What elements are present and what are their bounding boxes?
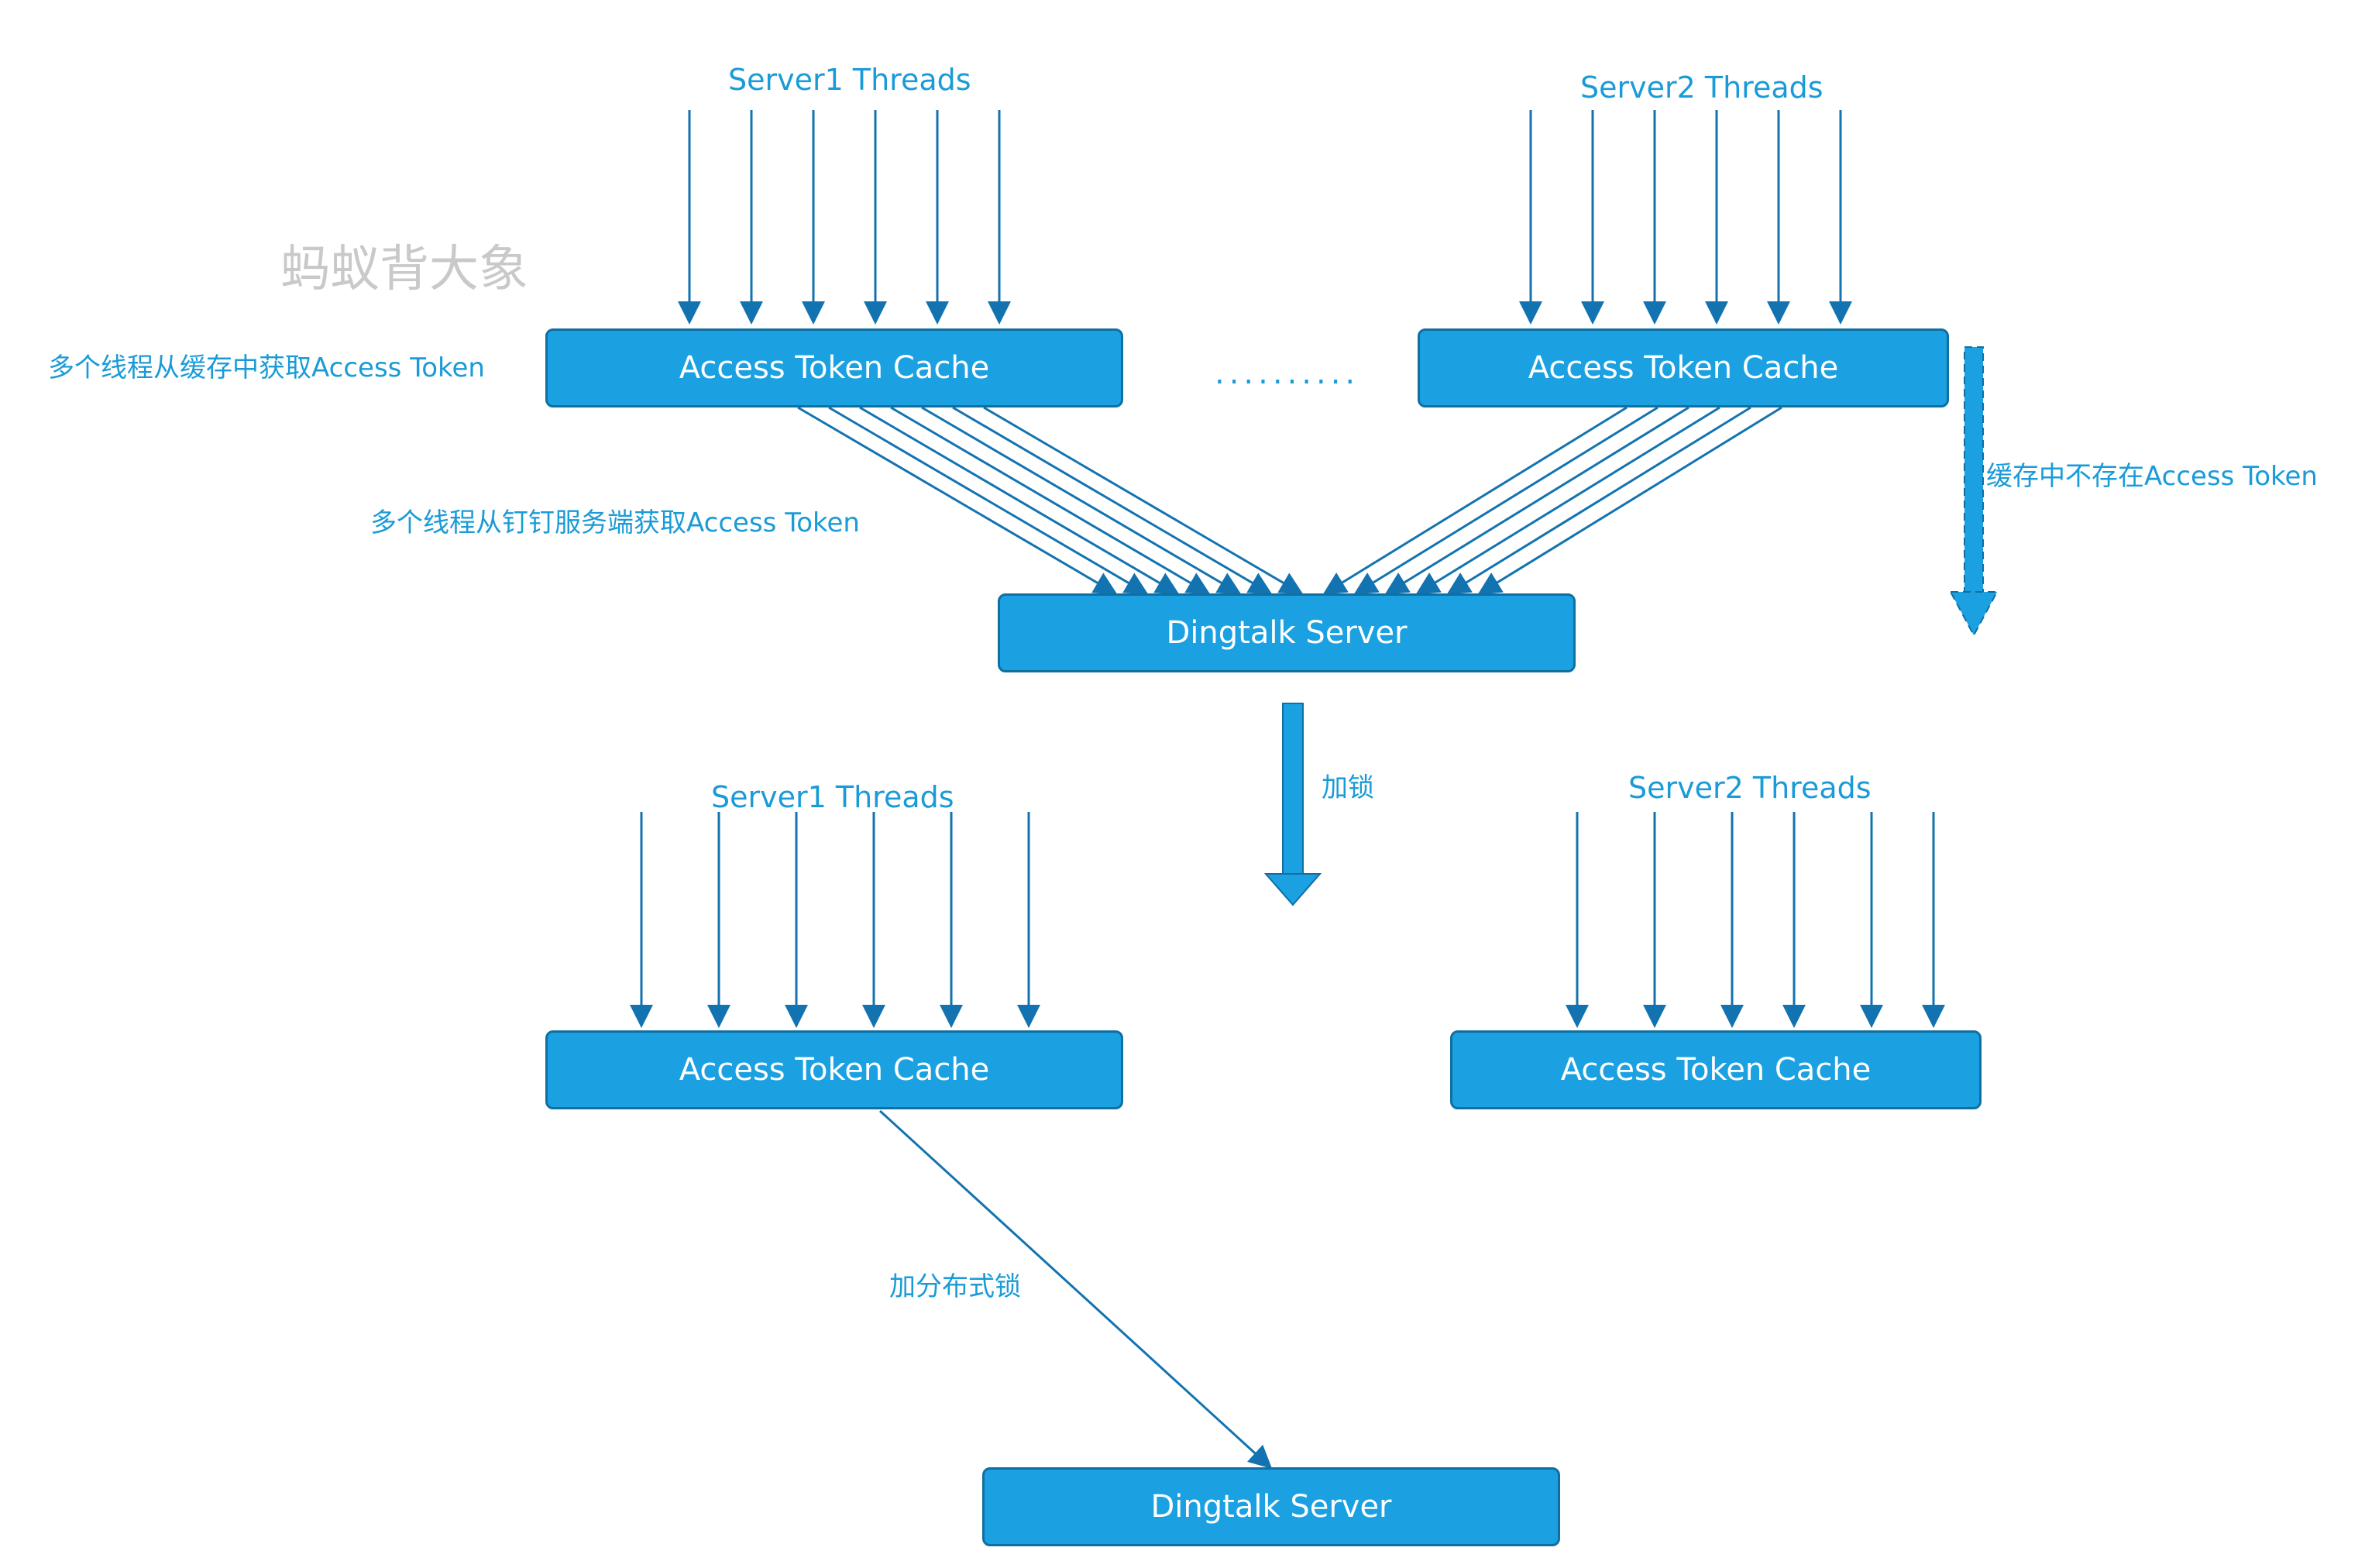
- bottom-dingtalk-server-box: Dingtalk Server: [982, 1467, 1560, 1546]
- note-cache-read: 多个线程从缓存中获取Access Token: [48, 352, 485, 383]
- distributed-lock-arrow: [878, 1109, 1273, 1470]
- note-distributed-lock: 加分布式锁: [889, 1271, 1021, 1302]
- top-server1-thread-arrows: [678, 110, 1011, 325]
- watermark-text: 蚂蚁背大象: [280, 241, 528, 298]
- top-server2-thread-arrows: [1519, 110, 1852, 325]
- top-cache1-box: Access Token Cache: [545, 328, 1123, 407]
- fetch-arrow: [797, 406, 1118, 595]
- bottom-cache2-box: Access Token Cache: [1450, 1030, 1982, 1109]
- fetch-arrow: [1477, 406, 1782, 595]
- bottom-server1-title: Server1 Threads: [711, 780, 954, 814]
- top-dingtalk-server-box: Dingtalk Server: [998, 593, 1576, 672]
- top-cache2-box: Access Token Cache: [1418, 328, 1949, 407]
- note-server-fetch: 多个线程从钉钉服务端获取Access Token: [370, 507, 860, 538]
- fetch-arrow: [890, 406, 1211, 595]
- fetch-arrow: [1384, 406, 1689, 595]
- ellipsis: ..........: [1215, 356, 1360, 391]
- fetch-arrow: [859, 406, 1180, 595]
- fetch-arrow: [1322, 406, 1628, 595]
- top-server2-title: Server2 Threads: [1580, 70, 1823, 105]
- fetch-arrow: [983, 406, 1304, 595]
- fetch-arrow: [1415, 406, 1720, 595]
- note-cache-miss: 缓存中不存在Access Token: [1986, 461, 2318, 492]
- top-server1-title: Server1 Threads: [728, 63, 971, 97]
- bottom-cache1-box: Access Token Cache: [545, 1030, 1123, 1109]
- cache2-to-server-arrows: [1322, 406, 1782, 595]
- bottom-server2-thread-arrows: [1566, 812, 1945, 1028]
- cache-miss-arrow: [1949, 346, 1999, 638]
- fetch-arrow: [921, 406, 1242, 595]
- fetch-arrow: [1446, 406, 1751, 595]
- fetch-arrow: [952, 406, 1273, 595]
- fetch-arrow: [1353, 406, 1659, 595]
- bottom-server1-thread-arrows: [630, 812, 1040, 1028]
- bottom-server2-title: Server2 Threads: [1628, 771, 1872, 805]
- cache1-to-server-arrows: [797, 406, 1304, 595]
- lock-transition-arrow: [1263, 703, 1322, 906]
- lock-label: 加锁: [1322, 772, 1374, 803]
- fetch-arrow: [828, 406, 1149, 595]
